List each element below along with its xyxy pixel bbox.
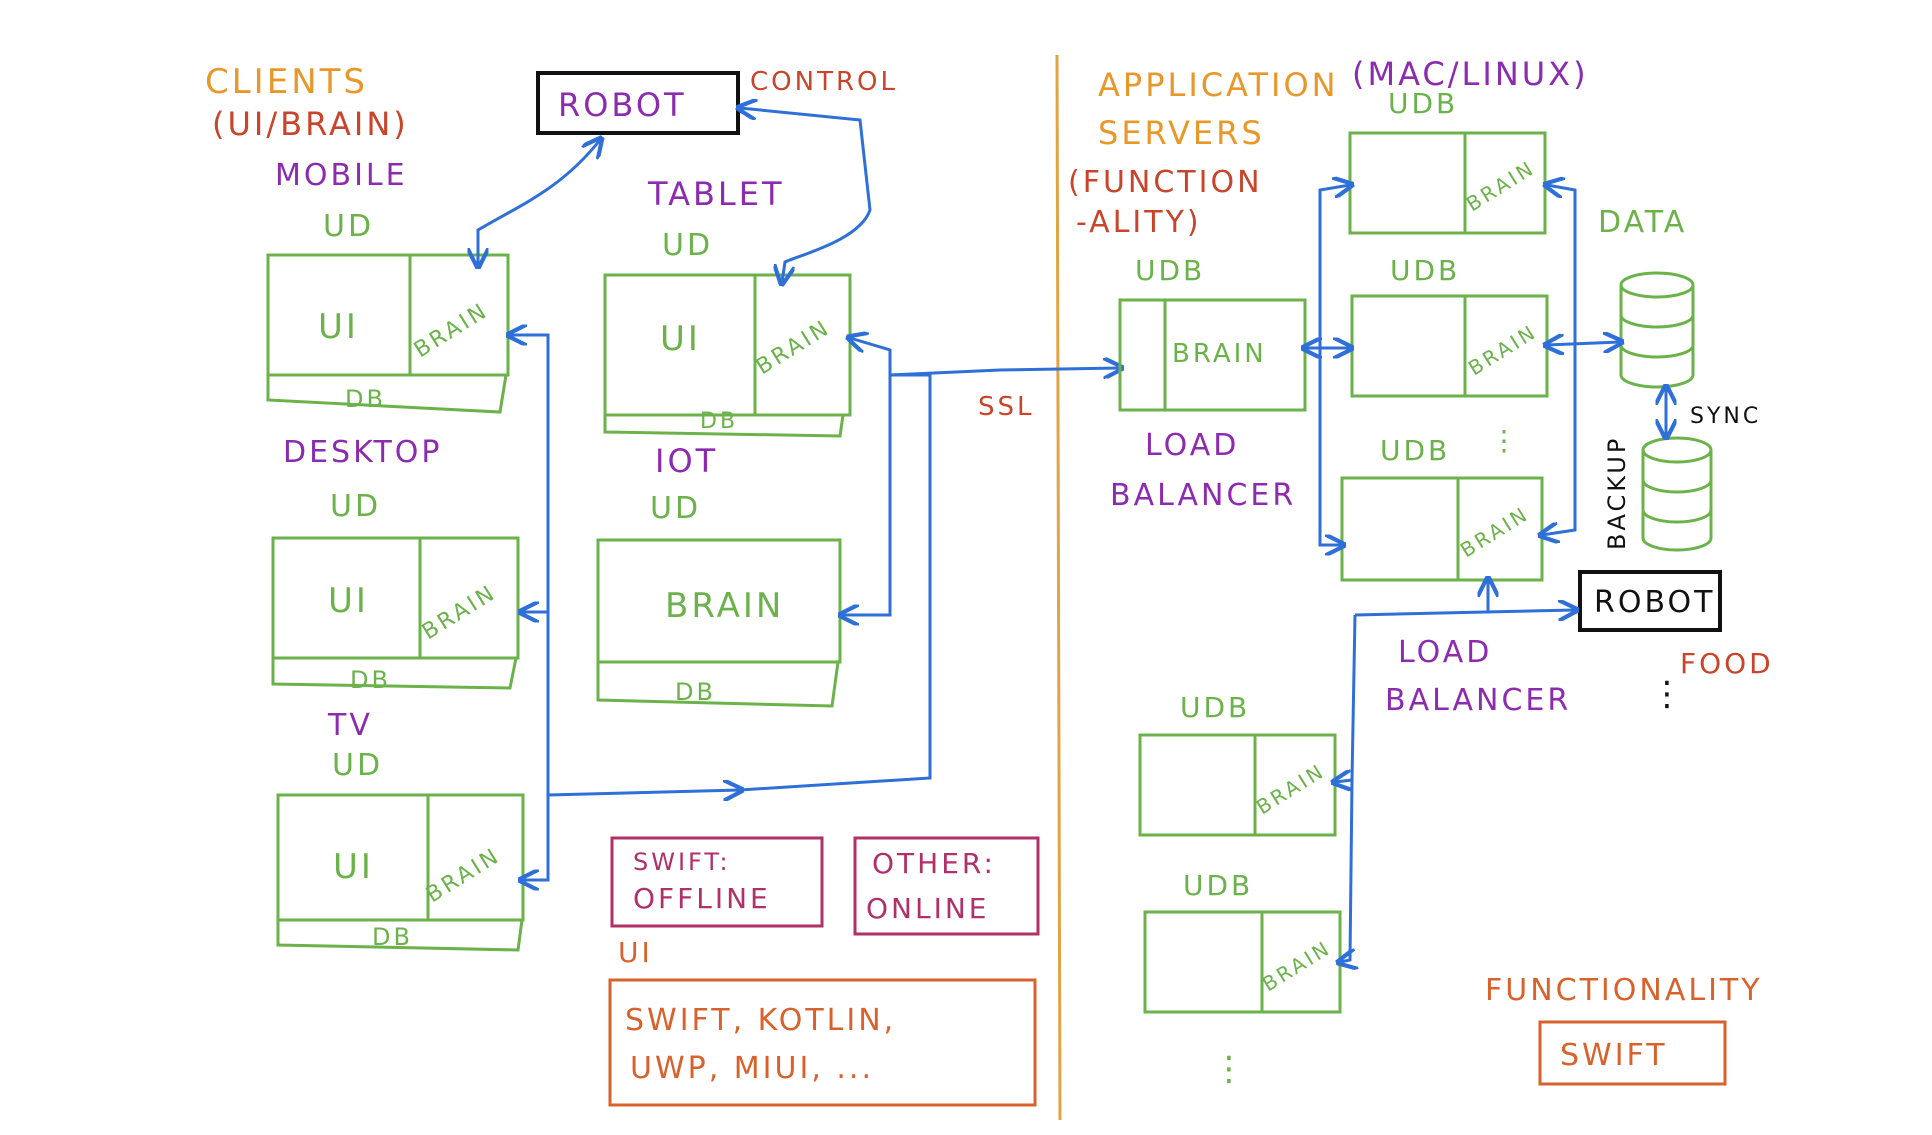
load-balancer-2-line1: LOAD [1398,635,1492,670]
tablet-brain: BRAIN [752,315,835,380]
robot-ellipsis: ⋮ [1650,674,1684,714]
lower-server-1-brain: BRAIN [1252,758,1329,819]
tv-ui: UI [333,847,374,887]
lower-server-2-udb: UDB [1183,869,1253,902]
mobile-ui: UI [318,307,359,347]
tv-label: TV [327,708,373,743]
load-balancer-1-line1: LOAD [1145,428,1239,463]
lower-server-ellipsis: ⋮ [1212,1049,1246,1089]
sync-label: SYNC [1690,404,1761,429]
servers-func-line1: (FUNCTION [1068,165,1263,200]
desktop-label: DESKTOP [283,435,442,470]
load-balancer-1-line2: BALANCER [1110,478,1296,513]
desktop-ud: UD [330,489,381,524]
iot-device [596,538,842,708]
data-label: DATA [1598,205,1687,240]
lb-udb-label: UDB [1135,254,1205,287]
mobile-label: MOBILE [275,158,408,193]
app-server-2-udb: UDB [1390,254,1460,287]
tv-ud: UD [332,748,383,783]
app-server-1-brain: BRAIN [1462,155,1539,216]
server-connections [1305,185,1666,962]
swift-offline-line1: SWIFT: [633,848,731,876]
servers-func-line2: -ALITY) [1076,205,1202,240]
clients-subtitle: (UI/BRAIN) [212,105,409,143]
tv-brain: BRAIN [422,843,505,908]
client-connections [478,108,1120,880]
app-server-1-udb: UDB [1388,87,1458,120]
functionality-swift-box [1538,1020,1727,1086]
primary-database-icon [1619,271,1695,389]
section-divider [1055,54,1062,1121]
swift-offline-line2: OFFLINE [633,882,771,915]
servers-os: (MAC/LINUX) [1352,55,1589,93]
tablet-db: DB [700,409,738,434]
tablet-ud: UD [662,228,713,263]
ui-frameworks-label: UI [618,936,653,969]
server-robot-box [1578,570,1722,632]
backup-label: BACKUP [1603,436,1631,550]
functionality-swift: SWIFT [1560,1038,1668,1073]
lower-server-1-udb: UDB [1180,691,1250,724]
app-server-ellipsis: ⋮ [1490,424,1518,457]
iot-brain: BRAIN [665,586,784,626]
app-server-3-udb: UDB [1380,434,1450,467]
mobile-ud: UD [323,209,374,244]
control-label: CONTROL [750,67,898,97]
tablet-label: TABLET [647,175,785,213]
clients-section: CLIENTS (UI/BRAIN) ROBOT CONTROL MOBILE … [205,62,1120,952]
lower-server-2-brain: BRAIN [1258,935,1335,996]
client-robot-label: ROBOT [558,86,687,124]
backup-database-icon [1641,436,1713,552]
other-online-line1: OTHER: [872,847,996,880]
load-balancer-2-line2: BALANCER [1385,683,1571,718]
servers-title-line2: SERVERS [1098,114,1265,152]
lb-server-brain: BRAIN [1172,339,1267,369]
ssl-label: SSL [978,392,1035,422]
server-robot-label: ROBOT [1594,585,1715,620]
desktop-brain: BRAIN [418,580,501,645]
app-server-3-brain: BRAIN [1456,501,1533,562]
app-server-2-brain: BRAIN [1464,319,1541,380]
iot-ud: UD [650,491,701,526]
mobile-brain: BRAIN [410,298,493,363]
servers-title: APPLICATION [1098,66,1339,104]
ui-frameworks-line2: UWP, MIUI, ... [630,1051,874,1086]
other-online-box [853,836,1040,936]
desktop-ui: UI [328,581,369,621]
ui-frameworks-box [608,978,1037,1107]
clients-title: CLIENTS [205,62,368,102]
notes-section: SWIFT: OFFLINE OTHER: ONLINE UI SWIFT, K… [608,836,1040,1107]
desktop-db: DB [350,666,391,694]
swift-offline-box [610,836,824,928]
iot-db: DB [675,678,716,706]
servers-section: APPLICATION (MAC/LINUX) SERVERS (FUNCTIO… [1068,55,1774,1089]
mobile-device [266,253,510,414]
mobile-db: DB [345,385,386,413]
functionality-label: FUNCTIONALITY [1485,973,1763,1008]
ui-frameworks-line1: SWIFT, KOTLIN, [625,1003,896,1038]
food-label: FOOD [1680,647,1774,680]
tv-db: DB [372,923,413,951]
other-online-line2: ONLINE [866,892,989,925]
tablet-ui: UI [660,319,701,359]
iot-label: IOT [655,442,718,480]
